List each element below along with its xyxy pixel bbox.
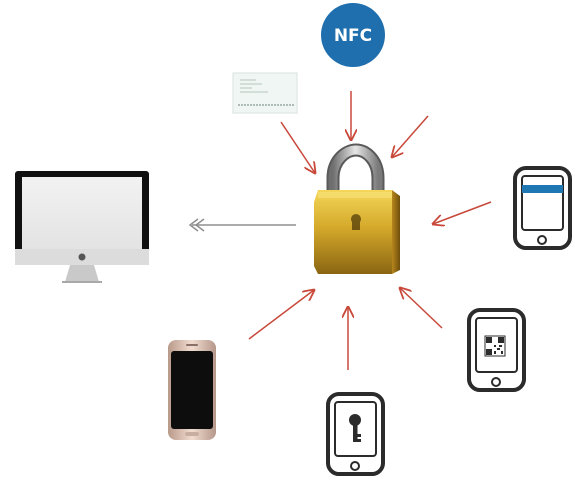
arrow-from-smartphone <box>248 290 314 340</box>
output-arrow <box>188 218 296 232</box>
padlock-icon <box>314 143 400 274</box>
nfc-badge-icon: NFC <box>321 3 385 67</box>
arrow-from-id-card <box>280 121 315 173</box>
arrow-from-card-reader <box>433 201 492 224</box>
qr-code-icon <box>484 335 506 357</box>
qr-code-reader-icon <box>467 308 526 392</box>
input-arrows <box>248 91 492 370</box>
id-card-icon <box>232 72 298 114</box>
nfc-label: NFC <box>334 26 372 46</box>
key-icon <box>349 414 361 442</box>
key-reader-icon <box>326 392 385 476</box>
desktop-computer-icon <box>15 171 149 283</box>
card-reader-icon <box>513 166 572 250</box>
arrow-from-top-right <box>392 115 429 157</box>
arrow-from-qr-reader <box>400 288 443 329</box>
smartphone-icon <box>168 340 216 440</box>
